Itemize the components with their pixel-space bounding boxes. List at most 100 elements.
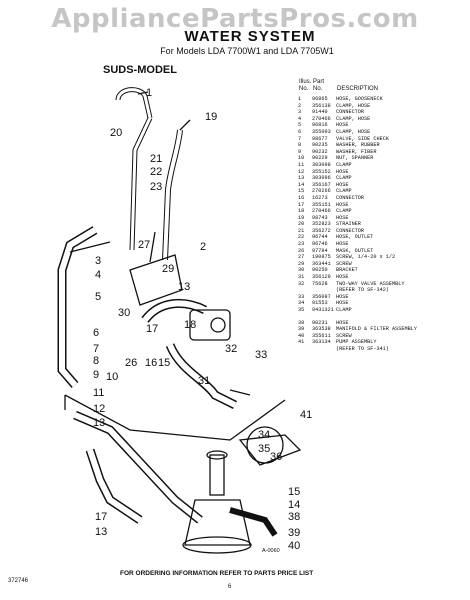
callout-label: 26 — [125, 357, 137, 369]
document-id: 372746 — [8, 578, 29, 584]
callout-label: 23 — [150, 181, 162, 193]
part-description: MASK, OUTLET — [336, 247, 374, 254]
part-number: 355152 — [312, 168, 331, 175]
callout-label: 31 — [198, 375, 210, 387]
part-illus-no: 1 — [298, 96, 302, 102]
parts-row: 7 98677 VALVE, SIDE CHECK — [298, 136, 466, 143]
part-illus-no: 21 — [298, 227, 305, 234]
part-number: 270466 — [312, 115, 331, 122]
part-description: WASHER, RUBBER — [336, 142, 380, 149]
page-number: 6 — [228, 584, 232, 590]
part-description: PUMP ASSEMBLY — [336, 339, 377, 346]
watermark: AppliancePartsPros.com — [51, 4, 419, 34]
parts-header-illus: Illus. Part — [299, 79, 325, 85]
part-number: 90250 — [312, 267, 328, 274]
part-number: 355611 — [312, 332, 331, 339]
ordering-footer: FOR ORDERING INFORMATION REFER TO PARTS … — [120, 570, 314, 577]
part-number: 355151 — [312, 201, 331, 208]
part-description: (REFER TO SF-341) — [336, 345, 389, 352]
part-number: 75628 — [312, 280, 328, 287]
part-number: 363538 — [312, 326, 331, 333]
part-illus-no: 23 — [298, 241, 305, 248]
part-illus-no: 13 — [298, 175, 305, 182]
callout-label: 14 — [288, 499, 300, 511]
part-illus-no: 3 — [298, 109, 302, 116]
part-illus-no: 19 — [298, 214, 305, 221]
part-illus-no: 20 — [298, 221, 305, 228]
part-description: CONNECTOR — [336, 227, 365, 234]
part-number: 96865 — [312, 96, 328, 102]
part-illus-no: 22 — [298, 234, 305, 241]
parts-header-no: No. — [299, 86, 309, 92]
part-description: WASHER, FIBER — [336, 148, 377, 155]
part-description: CONNECTOR — [336, 194, 365, 201]
callout-label: 11 — [93, 387, 104, 399]
callout-label: 17 — [95, 511, 107, 523]
part-illus-no: 7 — [298, 135, 302, 142]
part-description: SCREW — [336, 260, 352, 267]
part-number: 355093 — [312, 128, 331, 135]
part-description: (REFER TO SF-342) — [336, 287, 389, 294]
callout-label: 34 — [258, 429, 270, 441]
part-number: 91440 — [312, 109, 328, 116]
callout-label: 10 — [106, 371, 118, 383]
callout-label: 38 — [288, 511, 300, 523]
part-number: 91553 — [312, 300, 328, 307]
part-number: 190875 — [312, 254, 331, 261]
callout-label: 32 — [225, 343, 237, 355]
callout-label: 19 — [205, 111, 217, 123]
part-illus-no: 15 — [298, 188, 305, 195]
part-number: 356167 — [312, 181, 331, 188]
callout-label: 9 — [93, 369, 99, 381]
callout-label: 13 — [95, 526, 107, 538]
part-description: BRACKET — [336, 267, 358, 274]
callout-label: 12 — [93, 403, 105, 415]
part-number: 356272 — [312, 227, 331, 234]
callout-label: 18 — [184, 319, 196, 331]
parts-row: 16 16273 CONNECTOR — [298, 195, 466, 202]
part-description: HOSE — [336, 168, 349, 175]
callout-label: 27 — [138, 239, 150, 251]
subtitle: SUDS-MODEL — [103, 64, 177, 76]
part-description: HOSE — [336, 214, 349, 221]
part-description: TWO-WAY VALVE ASSEMBLY — [336, 280, 405, 287]
part-number: 96746 — [312, 241, 328, 248]
part-number: 98743 — [312, 214, 328, 221]
part-number: 98677 — [312, 135, 328, 142]
part-illus-no: 2 — [298, 102, 302, 109]
part-description: VALVE, SIDE CHECK — [336, 135, 389, 142]
part-illus-no: 5 — [298, 122, 302, 129]
callout-label: 20 — [110, 127, 122, 139]
part-description: NUT, SPANNER — [336, 155, 374, 162]
part-number: 90235 — [312, 142, 328, 149]
part-illus-no: 16 — [298, 194, 305, 201]
callout-label: 40 — [288, 540, 300, 552]
part-description: CLAMP — [336, 208, 352, 215]
part-illus-no: 29 — [298, 260, 305, 267]
callout-label: 2 — [200, 241, 206, 253]
parts-row: (REFER TO SF-341) — [298, 346, 466, 353]
part-number: 96816 — [312, 122, 328, 129]
part-description: CLAMP — [336, 188, 352, 195]
part-number: 16273 — [312, 194, 328, 201]
callout-label: 16 — [145, 357, 157, 369]
part-description: SCREW — [336, 332, 352, 339]
part-description: MANIFOLD & FILTER ASSEMBLY — [336, 326, 417, 333]
part-description: HOSE — [336, 181, 349, 188]
part-description: HOSE — [336, 201, 349, 208]
